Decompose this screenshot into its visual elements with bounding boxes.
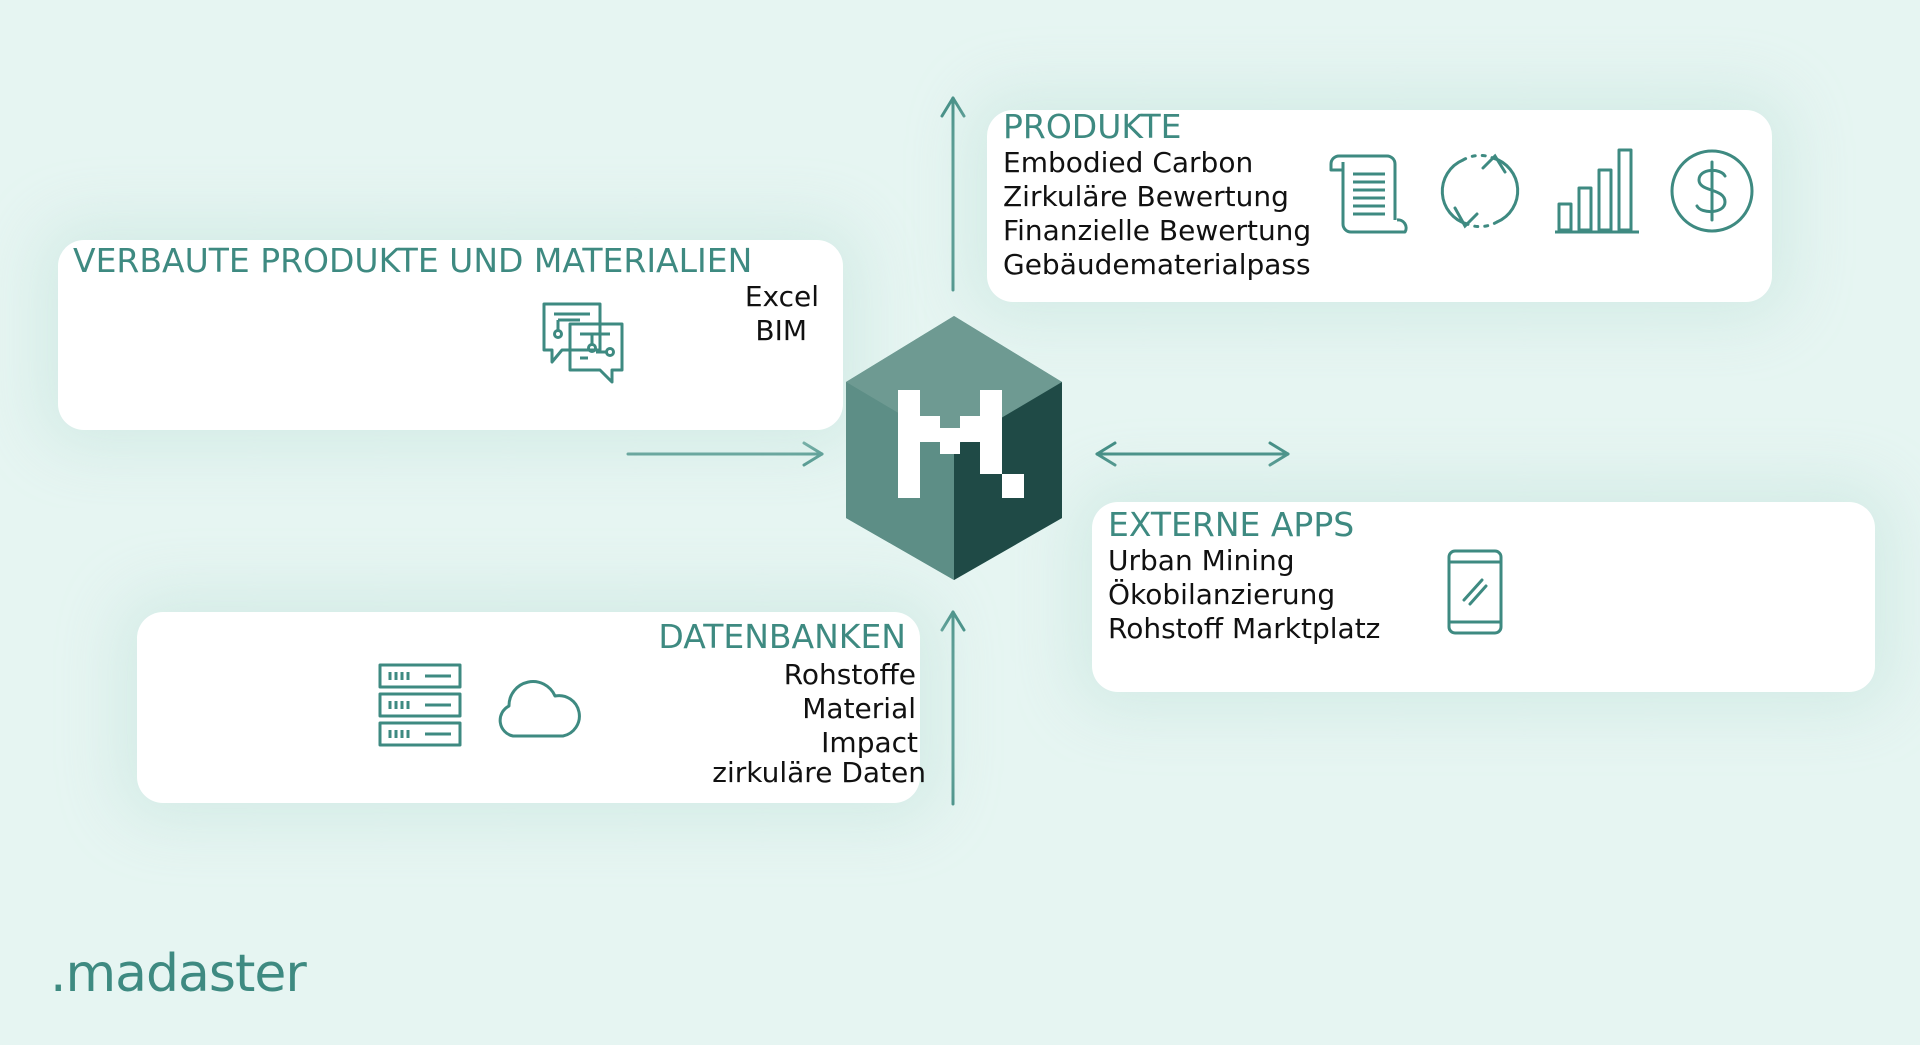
list-item: Impact <box>821 726 918 759</box>
bar-chart-icon <box>1555 148 1639 234</box>
arrow-external-apps <box>1095 441 1290 467</box>
databases-card: DATENBANKEN Rohstoffe Material Impact zi… <box>137 612 926 803</box>
products-card: PRODUKTE Embodied Carbon Zirkuläre Bewer… <box>987 110 1772 302</box>
external-apps-card: EXTERNE APPS Urban Mining Ökobilanzierun… <box>1092 502 1875 692</box>
list-item: Material <box>802 692 916 725</box>
external-apps-title: EXTERNE APPS <box>1108 505 1355 544</box>
mobile-phone-icon <box>1446 548 1504 636</box>
circuit-chat-icon <box>540 300 626 386</box>
document-icon <box>1325 148 1409 234</box>
products-list: Embodied Carbon Zirkuläre Bewertung Fina… <box>1003 146 1311 282</box>
server-icon <box>377 662 463 750</box>
arrow-from-inputs <box>626 441 824 467</box>
list-item: BIM <box>755 314 807 347</box>
inputs-title: VERBAUTE PRODUKTE UND MATERIALIEN <box>73 241 753 280</box>
refresh-cycle-icon <box>1437 148 1523 234</box>
products-title: PRODUKTE <box>1003 107 1182 146</box>
list-item: Rohstoffe <box>783 658 916 691</box>
databases-title: DATENBANKEN <box>658 617 906 656</box>
list-item: Finanzielle Bewertung <box>1003 214 1312 247</box>
list-item: Embodied Carbon <box>1003 146 1254 179</box>
list-item: Gebäudematerialpass <box>1003 248 1311 281</box>
cloud-icon <box>493 672 581 742</box>
brand-wordmark: .madaster <box>50 944 307 1004</box>
list-item: Zirkuläre Bewertung <box>1003 180 1289 213</box>
list-item: Ökobilanzierung <box>1108 578 1336 611</box>
external-apps-list: Urban Mining Ökobilanzierung Rohstoff Ma… <box>1108 544 1380 646</box>
arrow-to-products <box>940 96 966 292</box>
dollar-coin-icon <box>1669 148 1755 234</box>
inputs-card: VERBAUTE PRODUKTE UND MATERIALIEN Excel … <box>58 240 843 430</box>
list-item: Excel <box>744 280 819 313</box>
inputs-list: Excel BIM <box>745 280 819 348</box>
list-item: zirkuläre Daten <box>712 756 926 789</box>
madaster-cube-logo <box>838 312 1070 588</box>
list-item: Rohstoff Marktplatz <box>1108 612 1381 645</box>
arrow-from-databases <box>940 610 966 806</box>
databases-list: Rohstoffe Material Impact zirkuläre Date… <box>712 658 926 790</box>
list-item: Urban Mining <box>1108 544 1295 577</box>
